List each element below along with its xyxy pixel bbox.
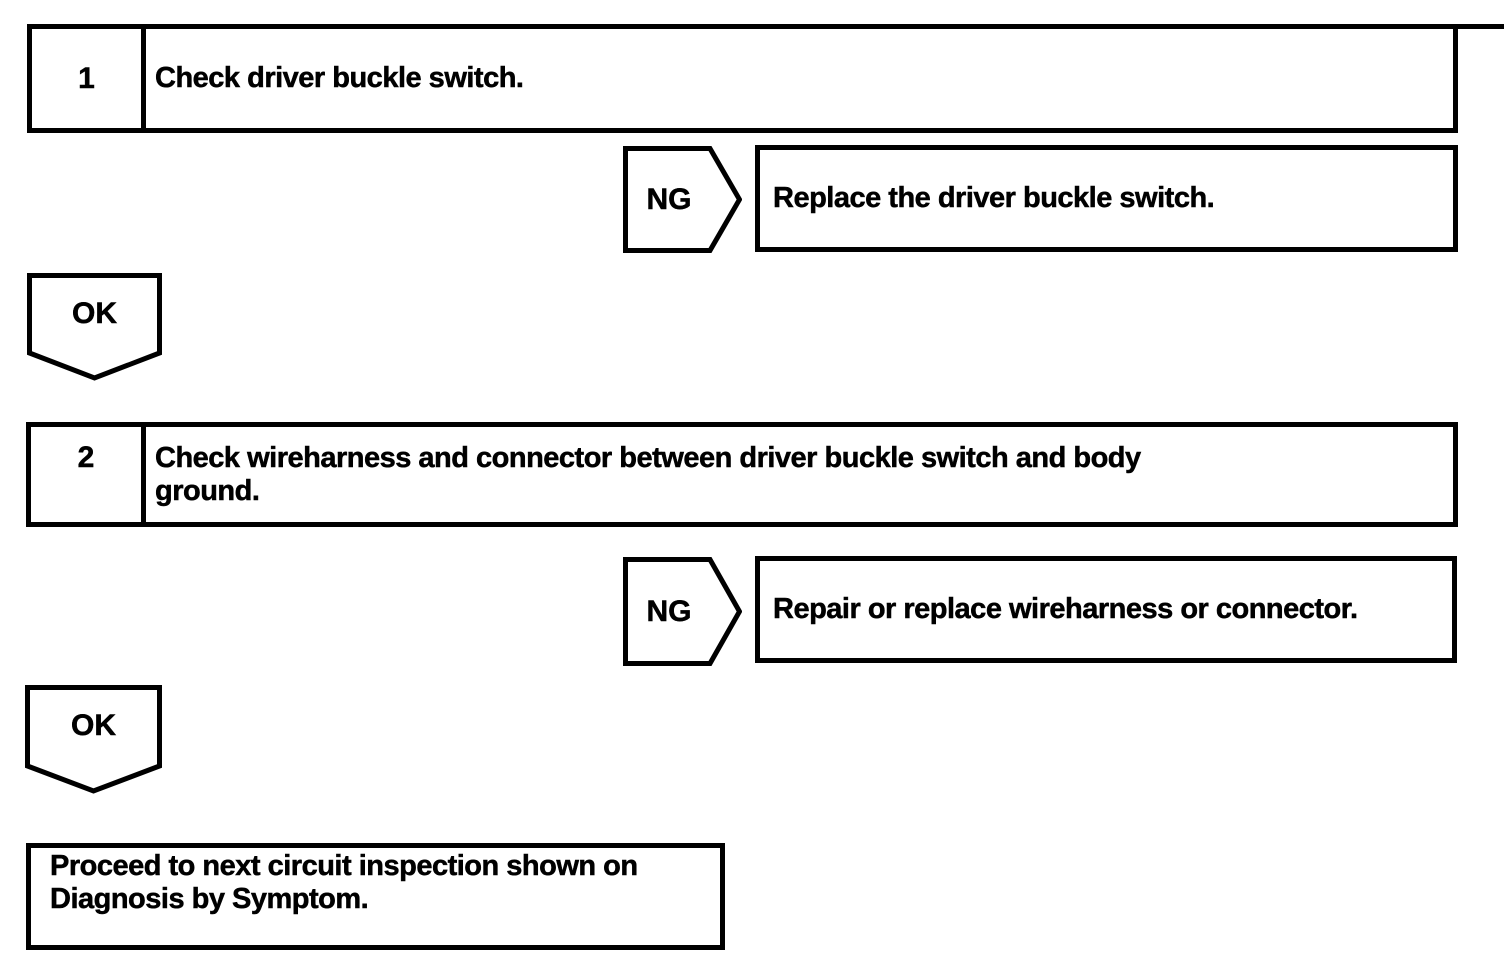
ok-arrow-2: OK bbox=[25, 685, 162, 794]
step-2-box: 2 Check wireharness and connector betwee… bbox=[26, 422, 1458, 527]
ok-arrow-icon bbox=[27, 273, 162, 381]
step-1-number-cell: 1 bbox=[32, 29, 146, 128]
scan-artifact-line bbox=[1455, 24, 1504, 29]
step-2-instruction: Check wireharness and connector between … bbox=[155, 441, 1142, 507]
step-1-box: 1 Check driver buckle switch. bbox=[27, 24, 1458, 133]
terminal-text: Proceed to next circuit inspection shown… bbox=[50, 850, 639, 916]
ok-arrow-icon bbox=[25, 685, 162, 794]
ok-label-2: OK bbox=[71, 708, 117, 742]
ng-action-box-2: Repair or replace wireharness or connect… bbox=[755, 556, 1457, 663]
ng-arrow-1: NG bbox=[623, 146, 742, 253]
step-2-text-cell: Check wireharness and connector between … bbox=[146, 427, 1453, 522]
step-1-number: 1 bbox=[78, 62, 95, 96]
terminal-box: Proceed to next circuit inspection shown… bbox=[26, 843, 725, 950]
step-2-number-cell: 2 bbox=[31, 427, 146, 522]
ng-action-text-1: Replace the driver buckle switch. bbox=[773, 182, 1215, 215]
ok-label-1: OK bbox=[72, 296, 118, 330]
ng-action-box-1: Replace the driver buckle switch. bbox=[755, 145, 1458, 252]
step-2-number: 2 bbox=[77, 441, 95, 475]
ng-arrow-icon bbox=[623, 146, 742, 253]
ng-action-text-2: Repair or replace wireharness or connect… bbox=[773, 593, 1359, 626]
ng-label-2: NG bbox=[646, 594, 692, 628]
step-1-text-cell: Check driver buckle switch. bbox=[146, 29, 1453, 128]
ok-arrow-1: OK bbox=[27, 273, 162, 381]
ng-arrow-2: NG bbox=[623, 557, 742, 666]
ng-label-1: NG bbox=[646, 182, 692, 216]
step-1-instruction: Check driver buckle switch. bbox=[155, 62, 524, 95]
ng-arrow-icon bbox=[623, 557, 742, 666]
